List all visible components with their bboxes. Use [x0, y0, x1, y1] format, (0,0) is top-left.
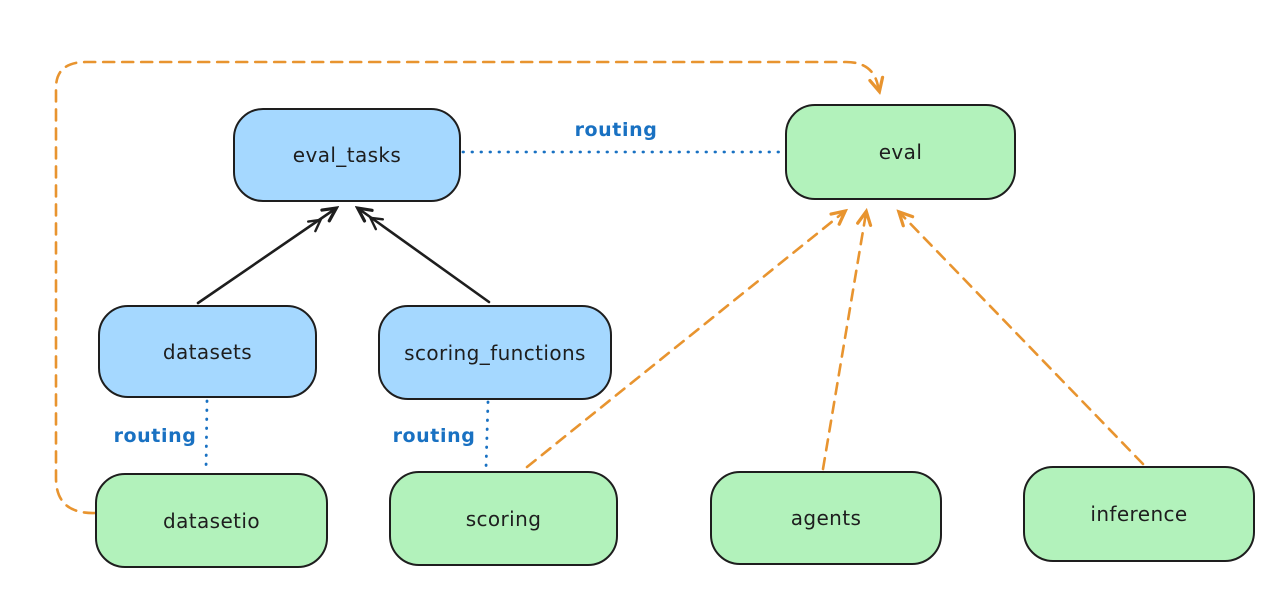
node-datasetio-label: datasetio [162, 508, 260, 533]
edge-datasets-to-datasetio-routing [204, 399, 209, 472]
routing-label-scoring-functions-scoring: routing [392, 425, 476, 447]
edge-scoring-functions-to-eval-tasks [359, 209, 491, 304]
node-eval-label: eval [878, 140, 923, 164]
edge-scoring-to-eval [525, 212, 844, 469]
node-eval: eval [785, 104, 1016, 200]
node-datasetio: datasetio [95, 473, 328, 568]
edge-datasets-to-eval-tasks [196, 209, 335, 305]
edge-scoring-functions-arrowhead-overdraw [368, 216, 385, 231]
node-scoring-label: scoring [465, 506, 542, 531]
node-inference-label: inference [1090, 502, 1188, 526]
node-scoring: scoring [389, 471, 618, 566]
edge-agents-to-eval [821, 213, 866, 471]
node-eval-tasks-label: eval_tasks [292, 143, 402, 167]
edge-datasets-arrowhead-overdraw [306, 218, 323, 233]
edge-scoring-functions-to-scoring-routing [484, 400, 490, 470]
edge-datasetio-to-eval [54, 60, 879, 515]
node-agents-label: agents [790, 506, 862, 530]
node-scoring-functions-label: scoring_functions [404, 340, 586, 365]
node-inference: inference [1023, 466, 1255, 562]
routing-label-datasets-datasetio: routing [113, 425, 197, 447]
node-datasets: datasets [98, 305, 317, 398]
edge-inference-to-eval [900, 213, 1145, 466]
routing-label-eval-tasks-eval: routing [574, 119, 658, 141]
node-eval-tasks: eval_tasks [233, 108, 461, 202]
node-scoring-functions: scoring_functions [378, 305, 612, 400]
node-datasets-label: datasets [162, 339, 253, 364]
node-agents: agents [710, 471, 942, 565]
